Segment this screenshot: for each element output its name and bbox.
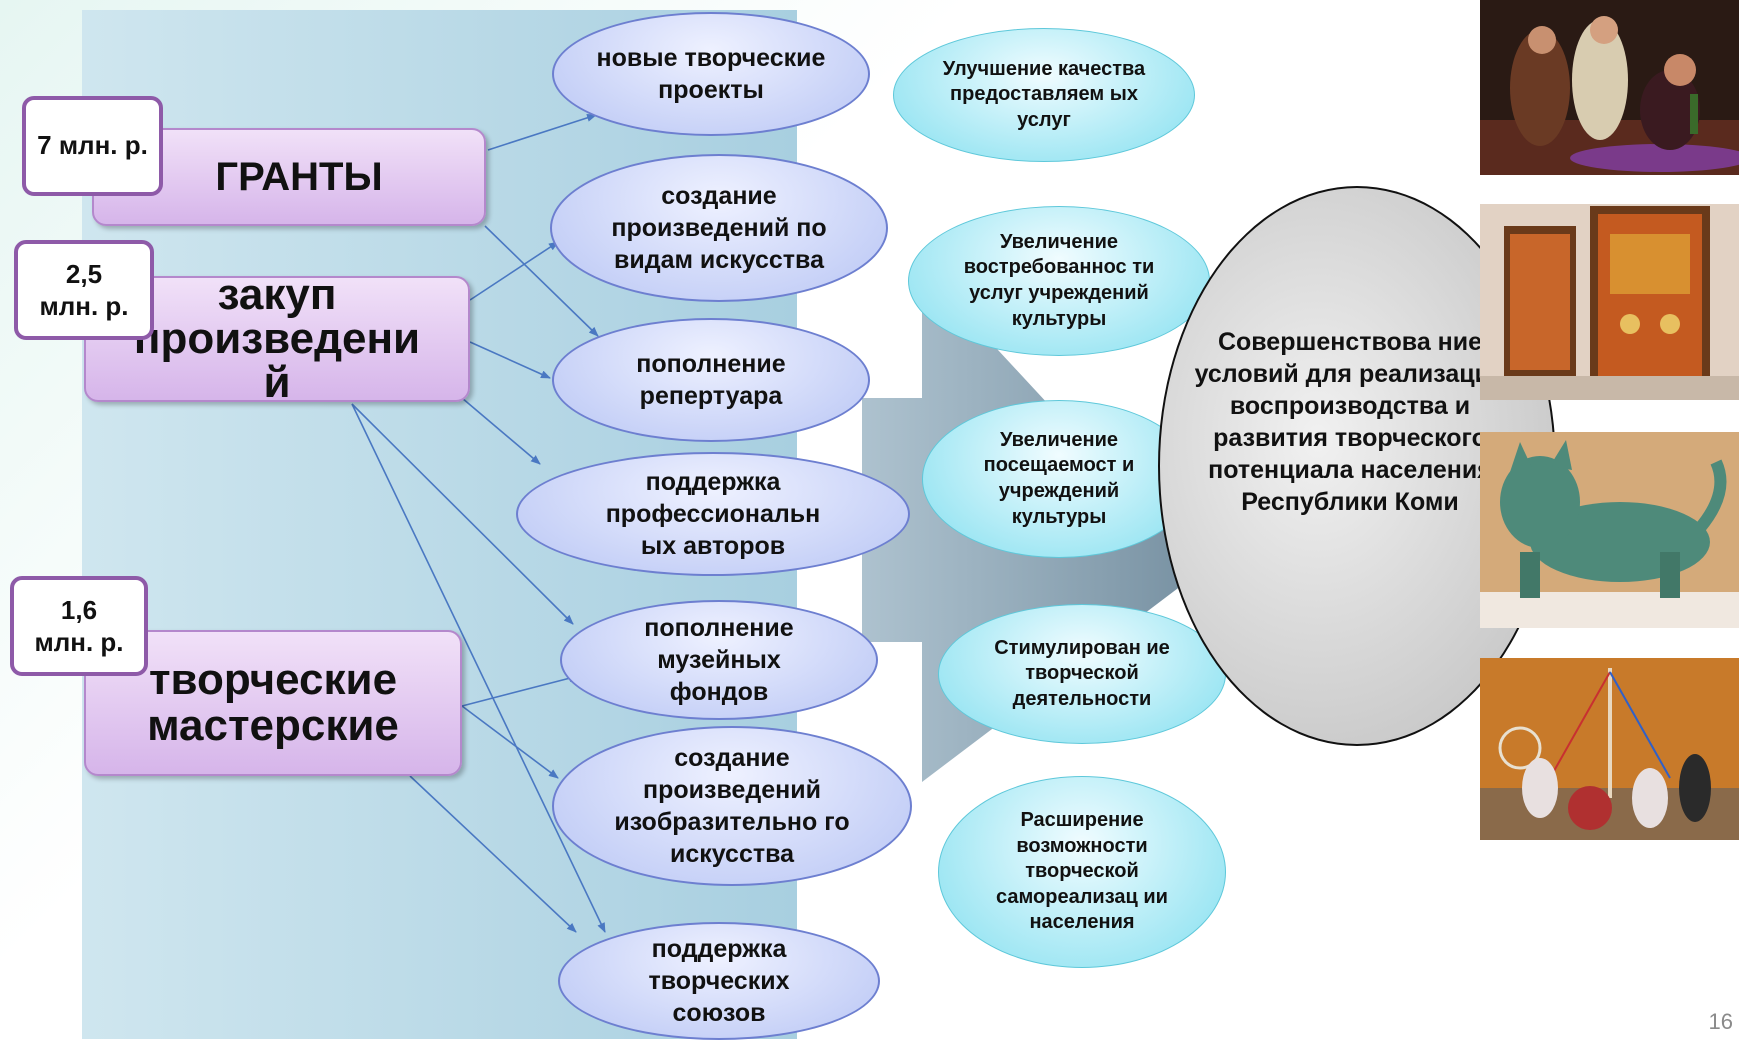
result-service-demand: Увеличение востребованнос ти услуг учреж… <box>908 206 1210 356</box>
amount-workshops-value: 1,6 млн. р. <box>34 594 124 658</box>
amount-grants-value: 7 млн. р. <box>37 130 148 161</box>
link-purchase-unions <box>351 403 606 933</box>
link-purchase-museum <box>351 403 574 625</box>
link-grants-repertoire <box>484 225 599 337</box>
result-creative-activity: Стимулирован ие творческой деятельности <box>938 604 1226 744</box>
result-self-realization: Расширение возможности творческой саморе… <box>938 776 1226 968</box>
theatre-photo-image <box>1480 0 1739 175</box>
task-new-projects: новые творческие проекты <box>552 12 870 136</box>
amount-grants: 7 млн. р. <box>22 96 163 196</box>
link-workshops-unions <box>409 775 577 933</box>
amount-purchase-value: 2,5 млн. р. <box>39 258 129 322</box>
photo-sculpture <box>1480 432 1739 628</box>
photo-icons <box>1480 204 1739 400</box>
source-purchase-label: закуп произведени й <box>133 270 421 407</box>
result-service-quality: Улучшение качества предоставляем ых услу… <box>893 28 1195 162</box>
result-service-demand-label: Увеличение востребованнос ти услуг учреж… <box>963 230 1155 330</box>
source-grants-label: ГРАНТЫ <box>215 155 383 199</box>
task-artworks-by-genre-label: создание произведений по видам искусства <box>611 182 827 274</box>
photo-folk-dance <box>1480 658 1739 840</box>
task-support-authors: поддержка профессиональн ых авторов <box>516 452 910 576</box>
task-artworks-by-genre: создание произведений по видам искусства <box>550 154 888 302</box>
task-new-projects-label: новые творческие проекты <box>596 44 826 104</box>
task-museum-funds-label: пополнение музейных фондов <box>644 614 794 706</box>
goal-label: Совершенствова ние условий для реализаци… <box>1194 328 1506 516</box>
link-workshops-fine-art <box>461 705 559 779</box>
page-number: 16 <box>1708 1009 1733 1034</box>
link-purchase-authors <box>461 397 541 465</box>
amount-purchase: 2,5 млн. р. <box>14 240 154 340</box>
task-fine-art: создание произведений изобразительно го … <box>552 726 912 886</box>
icons-photo-image <box>1480 204 1739 400</box>
link-purchase-artworks <box>469 241 559 301</box>
task-creative-unions-label: поддержка творческих союзов <box>648 935 790 1027</box>
result-attendance: Увеличение посещаемост и учреждений куль… <box>922 400 1196 558</box>
photo-theatre <box>1480 0 1739 175</box>
task-support-authors-label: поддержка профессиональн ых авторов <box>605 468 821 560</box>
task-repertoire: пополнение репертуара <box>552 318 870 442</box>
result-self-realization-label: Расширение возможности творческой саморе… <box>996 809 1168 934</box>
amount-workshops: 1,6 млн. р. <box>10 576 148 676</box>
link-purchase-repertoire <box>469 341 551 379</box>
result-attendance-label: Увеличение посещаемост и учреждений куль… <box>983 428 1135 528</box>
link-grants-new-projects <box>487 113 597 151</box>
result-creative-activity-label: Стимулирован ие творческой деятельности <box>994 636 1170 710</box>
task-repertoire-label: пополнение репертуара <box>636 350 786 410</box>
folk-dance-photo-image <box>1480 658 1739 840</box>
source-workshops-label: творческие мастерские <box>147 654 399 750</box>
task-creative-unions: поддержка творческих союзов <box>558 922 880 1040</box>
result-service-quality-label: Улучшение качества предоставляем ых услу… <box>942 57 1146 131</box>
task-fine-art-label: создание произведений изобразительно го … <box>614 744 850 868</box>
link-workshops-museum <box>461 674 579 707</box>
task-museum-funds: пополнение музейных фондов <box>560 600 878 720</box>
sculpture-photo-image <box>1480 432 1739 628</box>
